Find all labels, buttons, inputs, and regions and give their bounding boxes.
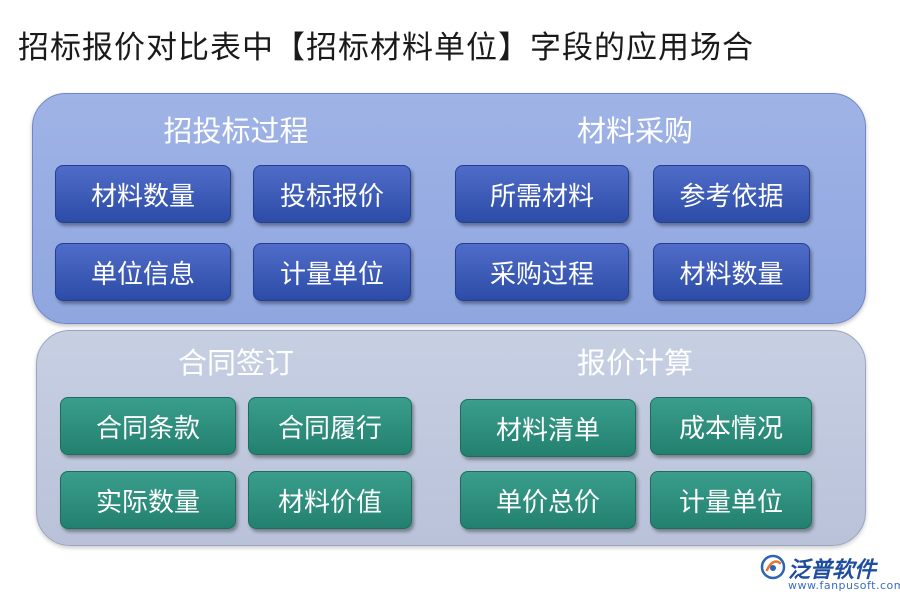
group-title-contract: 合同签订	[177, 346, 294, 380]
box-contract-performance: 合同履行	[248, 397, 412, 455]
box-unit-info: 单位信息	[55, 243, 231, 301]
box-cost-status: 成本情况	[650, 397, 812, 455]
group-title-procurement: 材料采购	[576, 114, 693, 148]
box-measure-unit-2: 计量单位	[650, 471, 812, 529]
page-title: 招标报价对比表中【招标材料单位】字段的应用场合	[18, 30, 754, 66]
fanpu-logo-icon	[760, 554, 786, 580]
box-required-material: 所需材料	[455, 165, 629, 223]
box-reference-basis: 参考依据	[653, 165, 810, 223]
box-unit-total-price: 单价总价	[460, 471, 636, 529]
group-title-quote-calc: 报价计算	[576, 346, 693, 380]
box-material-quantity: 材料数量	[55, 165, 231, 223]
box-material-list: 材料清单	[460, 399, 636, 457]
group-title-bidding: 招投标过程	[163, 114, 309, 148]
box-contract-terms: 合同条款	[60, 397, 236, 455]
logo-url: www.fanpusoft.com	[788, 579, 900, 592]
box-purchase-process: 采购过程	[455, 243, 629, 301]
logo-name: 泛普软件	[788, 558, 877, 583]
box-bid-quote: 投标报价	[253, 165, 411, 223]
box-material-value: 材料价值	[248, 471, 412, 529]
box-measure-unit: 计量单位	[253, 243, 411, 301]
fanpu-logo: 泛普软件 www.fanpusoft.com	[760, 552, 900, 596]
box-actual-quantity: 实际数量	[60, 471, 236, 529]
box-material-quantity-2: 材料数量	[653, 243, 810, 301]
